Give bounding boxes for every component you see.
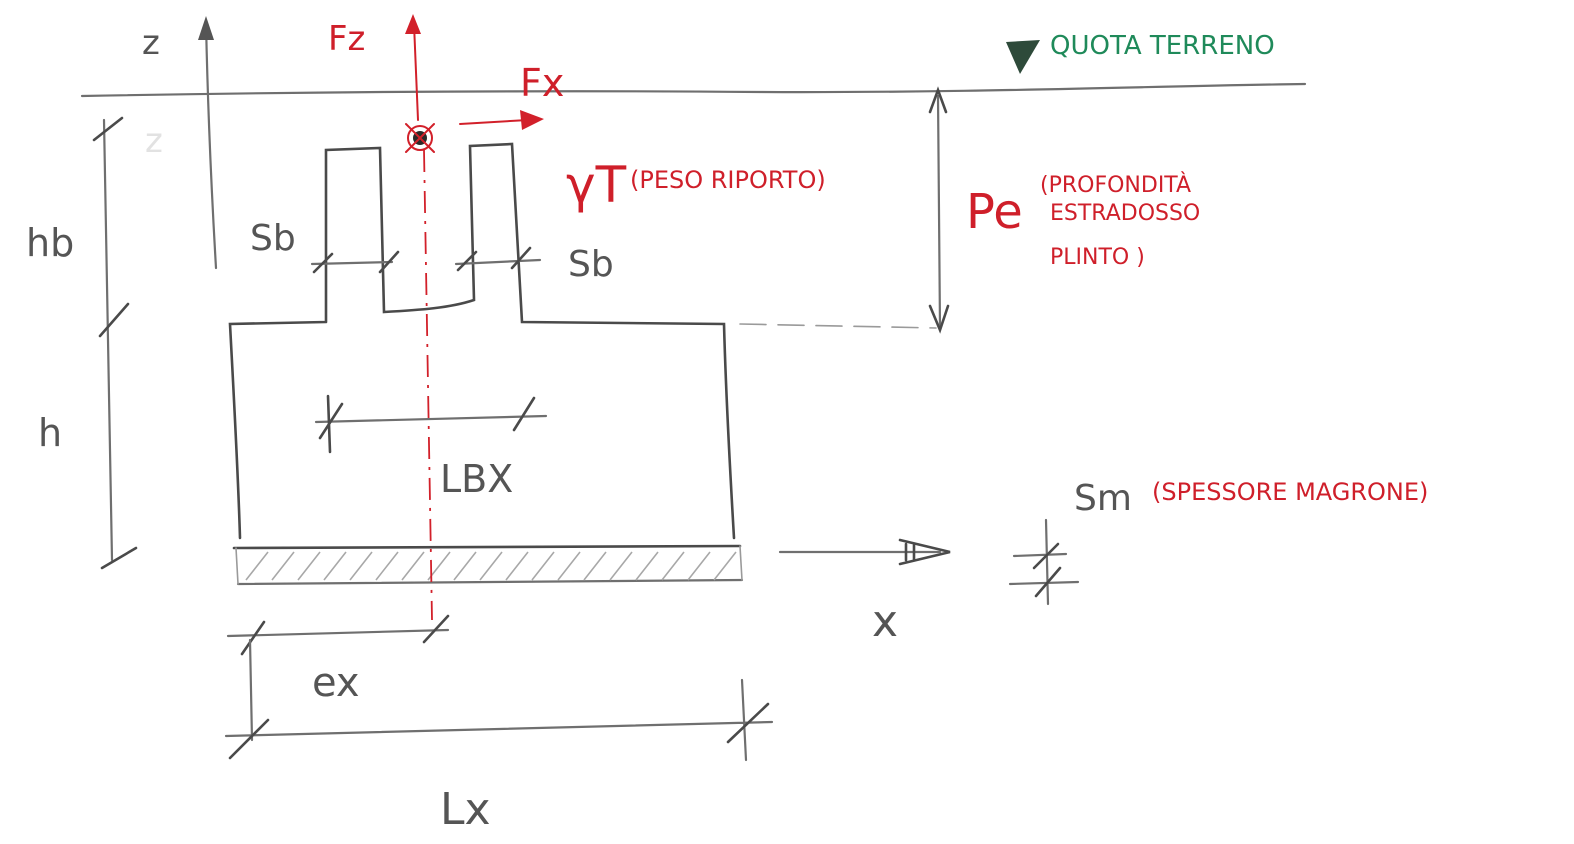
- pe-symbol: Pe: [966, 184, 1023, 240]
- z-axis: z z: [142, 16, 218, 270]
- plinth-top-extension: [739, 323, 937, 329]
- lx-dimension: Lx: [224, 638, 774, 835]
- gamma-t-symbol: γT: [566, 156, 627, 214]
- sm-description: (SPESSORE MAGRONE): [1152, 478, 1428, 506]
- center-axis: [405, 14, 433, 621]
- z-axis-label: z: [142, 23, 160, 63]
- x-axis: x: [778, 538, 951, 647]
- height-dimensions: hb h: [26, 116, 138, 570]
- ground-level-marker: QUOTA TERRENO: [1006, 31, 1275, 74]
- sb-dimensions: Sb Sb: [250, 218, 614, 285]
- sm-dimension: Sm (SPESSORE MAGRONE): [1008, 478, 1428, 606]
- ground-level-triangle-icon: [1006, 40, 1040, 74]
- fz-label: Fz: [328, 19, 365, 59]
- lbx-label: LBX: [440, 457, 513, 501]
- pe-description-line2: ESTRADOSSO: [1050, 201, 1200, 226]
- pe-dimension: Pe (PROFONDITÀ ESTRADOSSO PLINTO ): [928, 86, 1200, 334]
- sb-left-label: Sb: [250, 218, 296, 259]
- lx-label: Lx: [440, 784, 491, 835]
- z-arrow-icon: [198, 16, 214, 40]
- plinth-outline: [228, 142, 736, 540]
- lean-concrete-hatch: [245, 551, 737, 581]
- faint-z-mark: z: [145, 121, 163, 161]
- fz-arrow-icon: [405, 14, 421, 34]
- pe-description-line3: PLINTO ): [1050, 245, 1145, 270]
- sb-right-label: Sb: [568, 244, 614, 285]
- lean-concrete-layer: [232, 544, 744, 586]
- load-point: [405, 123, 435, 153]
- gamma-t-description: (PESO RIPORTO): [630, 166, 826, 194]
- fx-arrow-icon: [520, 110, 544, 130]
- lbx-dimension: LBX: [314, 394, 548, 501]
- ground-line: [80, 82, 1307, 98]
- fx-label: Fx: [520, 61, 564, 105]
- x-axis-label: x: [872, 596, 898, 647]
- ex-label: ex: [312, 660, 360, 706]
- h-label: h: [38, 411, 62, 455]
- ex-dimension: ex: [226, 614, 450, 706]
- ground-level-label: QUOTA TERRENO: [1050, 31, 1275, 61]
- hb-label: hb: [26, 221, 74, 265]
- sm-symbol: Sm: [1074, 478, 1132, 519]
- pe-description-line1: (PROFONDITÀ: [1040, 172, 1191, 198]
- x-arrow-icon: [898, 538, 951, 566]
- fx-force: Fx: [459, 61, 564, 130]
